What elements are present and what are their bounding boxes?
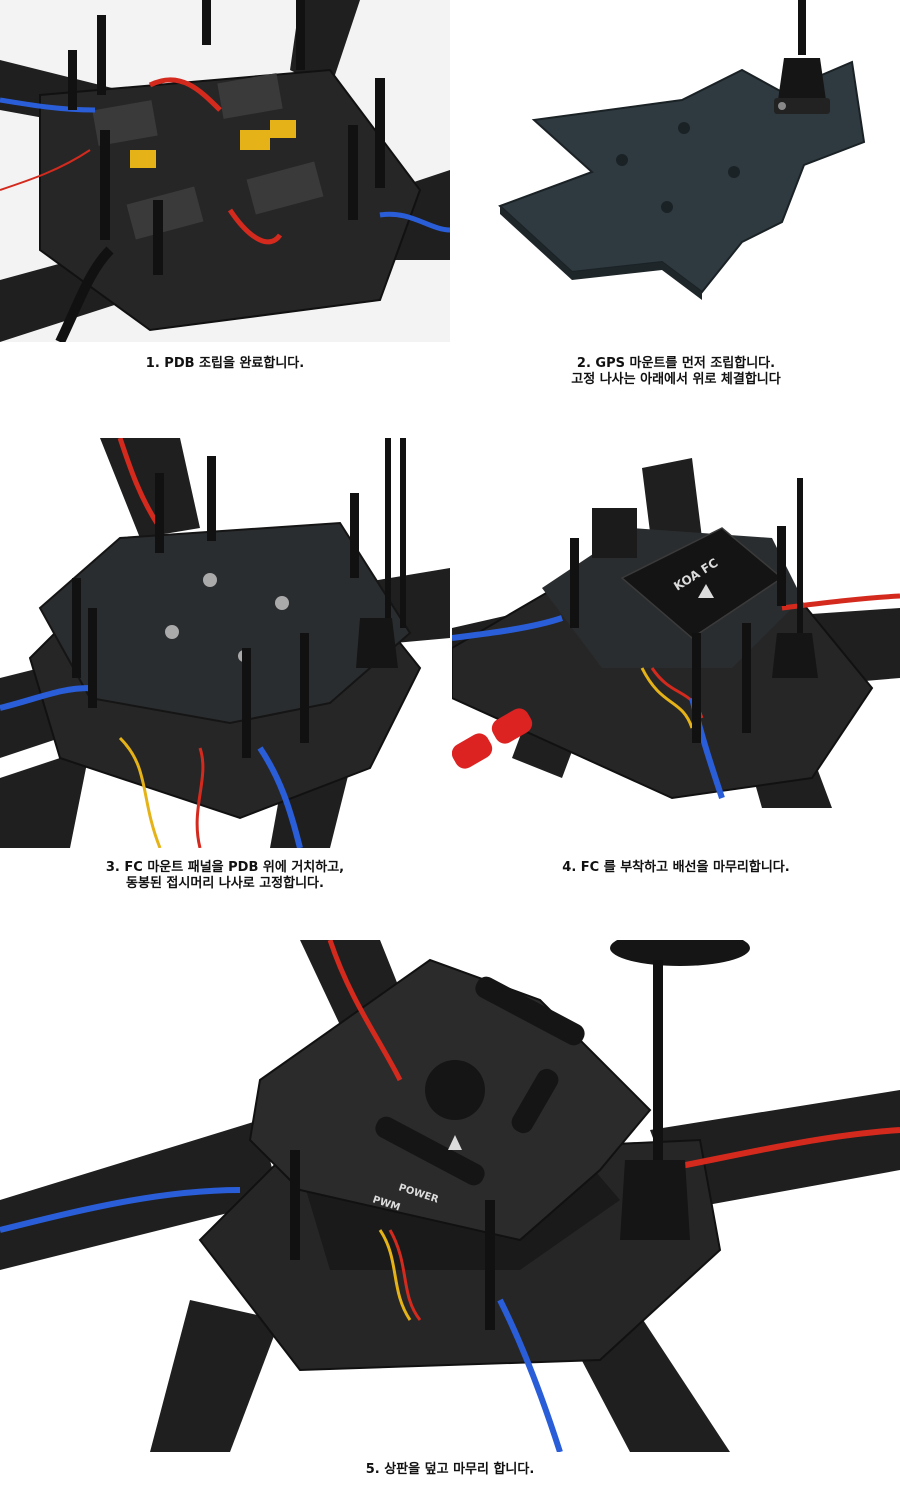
photo-gps-mount: [452, 0, 900, 342]
step-1-caption: 1. PDB 조립을 완료합니다.: [0, 356, 450, 372]
caption-line: 4. FC 를 부착하고 배선을 마무리합니다.: [562, 860, 790, 875]
step-3-caption: 3. FC 마운트 패널을 PDB 위에 거치하고, 동봉된 접시머리 나사로 …: [0, 860, 450, 892]
caption-line: 3. FC 마운트 패널을 PDB 위에 거치하고,: [105, 860, 345, 875]
photo-fc-attached: KOA FC: [452, 438, 900, 848]
step-2-caption: 2. GPS 마운트를 먼저 조립합니다. 고정 나사는 아래에서 위로 체결합…: [452, 356, 900, 388]
photo-fc-mount-panel: [0, 438, 450, 848]
caption-line: 1. PDB 조립을 완료합니다.: [145, 356, 305, 371]
photo-top-plate: POWER PWM: [0, 940, 900, 1452]
caption-line: 동봉된 접시머리 나사로 고정합니다.: [126, 876, 324, 891]
step-5-caption: 5. 상판을 덮고 마무리 합니다.: [0, 1462, 900, 1478]
caption-line: 5. 상판을 덮고 마무리 합니다.: [365, 1462, 535, 1477]
caption-line: 고정 나사는 아래에서 위로 체결합니다: [571, 372, 781, 387]
caption-line: 2. GPS 마운트를 먼저 조립합니다.: [576, 356, 776, 371]
step-4-caption: 4. FC 를 부착하고 배선을 마무리합니다.: [452, 860, 900, 876]
photo-pdb-assembled: [0, 0, 450, 342]
